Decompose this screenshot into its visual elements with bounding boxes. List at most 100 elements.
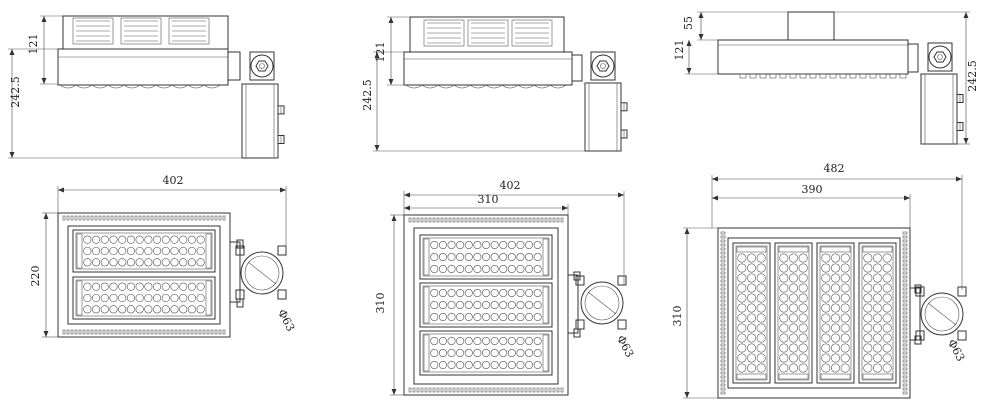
bolt-center [259,63,265,69]
module-end-cap [778,246,809,253]
led-lens [821,353,831,363]
led-lens [872,343,883,353]
led-module-lens [819,245,852,381]
led-lens [481,300,491,310]
led-lens [109,293,118,303]
led-lens [863,273,873,283]
led-lens [830,253,841,263]
led-lens [872,303,883,313]
medium-depth-label: 310 [374,293,387,314]
end-cap [227,51,241,81]
module-end-cap [76,280,83,316]
heatsink-fin [720,259,726,263]
led-lens [473,288,482,298]
led-lens [179,282,188,291]
led-lens [438,288,447,298]
clamp-ear [575,319,585,330]
led-lens [464,336,473,346]
heatsink-fin [720,371,726,375]
led-lens [830,343,841,353]
heatsink-fin [86,329,90,335]
led-lens [499,300,508,310]
pole-clamp [920,292,964,336]
led-lens [821,293,831,303]
led-lens [481,336,491,346]
arrowhead [280,187,286,193]
module-end-cap [736,373,767,380]
led-lens [756,353,766,363]
clamp-ear [957,330,967,341]
arrowhead [684,392,690,398]
led-lens [490,312,499,322]
led-lens [170,258,179,267]
led-lens [153,305,162,314]
heatsink-fin [74,215,78,221]
led-lens [516,348,525,358]
led-lens [430,336,439,346]
pole-bore [584,285,620,321]
led-lens [473,348,482,358]
heatsink-fin [902,367,908,371]
led-lens [447,336,456,346]
led-lens [830,333,841,343]
heatsink-fin [432,217,436,223]
heatsink-fin [94,329,98,335]
heatsink-fin [902,275,908,279]
pole-bore [244,255,280,291]
led-lens [798,313,808,323]
heatsink-fin [484,387,488,393]
led-lens [821,323,831,333]
led-lens [756,333,766,343]
heatsink-fin [902,283,908,287]
led-lens [863,333,873,343]
led-lens [840,253,850,263]
led-lens [507,336,516,346]
heatsink-fin [902,371,908,375]
led-lens [840,303,850,313]
heatsink-fin [548,387,552,393]
end-cap [571,54,583,82]
heatsink-fin [178,215,182,221]
arrowhead [684,228,690,234]
led-lens [821,363,831,373]
heatsink-fin [488,387,492,393]
led-lens [788,343,799,353]
led-module [72,229,216,273]
led-lens [187,235,196,244]
led-lens [473,312,482,322]
heatsink-fin [150,329,154,335]
heatsink-fin [512,217,516,223]
heatsink-fin [130,215,134,221]
heatsink-fin [138,329,142,335]
clamp-seam [247,261,277,285]
bracket-plate [249,51,275,81]
large-height-total-label: 242.5 [966,60,979,92]
heatsink-fin [902,239,908,243]
led-lens [464,348,473,358]
led-lens [490,300,499,310]
heatsink-fin [90,329,94,335]
housing-outline [57,212,231,338]
heatsink-fin [902,267,908,271]
heatsink-fin [472,217,476,223]
heatsink-fin [440,387,444,393]
led-lens [872,253,883,263]
heatsink-fin [720,311,726,315]
led-lens [464,312,473,322]
led-lens [872,263,883,273]
heatsink-fin [902,315,908,319]
arrowhead [41,78,47,84]
heatsink-fin [134,329,138,335]
led-lens [830,323,841,333]
arrowhead [686,68,692,74]
heatsink-fin [902,263,908,267]
led-lens [737,283,747,293]
led-lens [746,273,757,283]
led-lens [126,305,135,314]
heatsink-fin [146,329,150,335]
led-lens [863,363,873,373]
led-lens [447,360,456,370]
led-lens [144,258,153,267]
heatsink-fin [902,363,908,367]
heatsink-fin [720,247,726,251]
